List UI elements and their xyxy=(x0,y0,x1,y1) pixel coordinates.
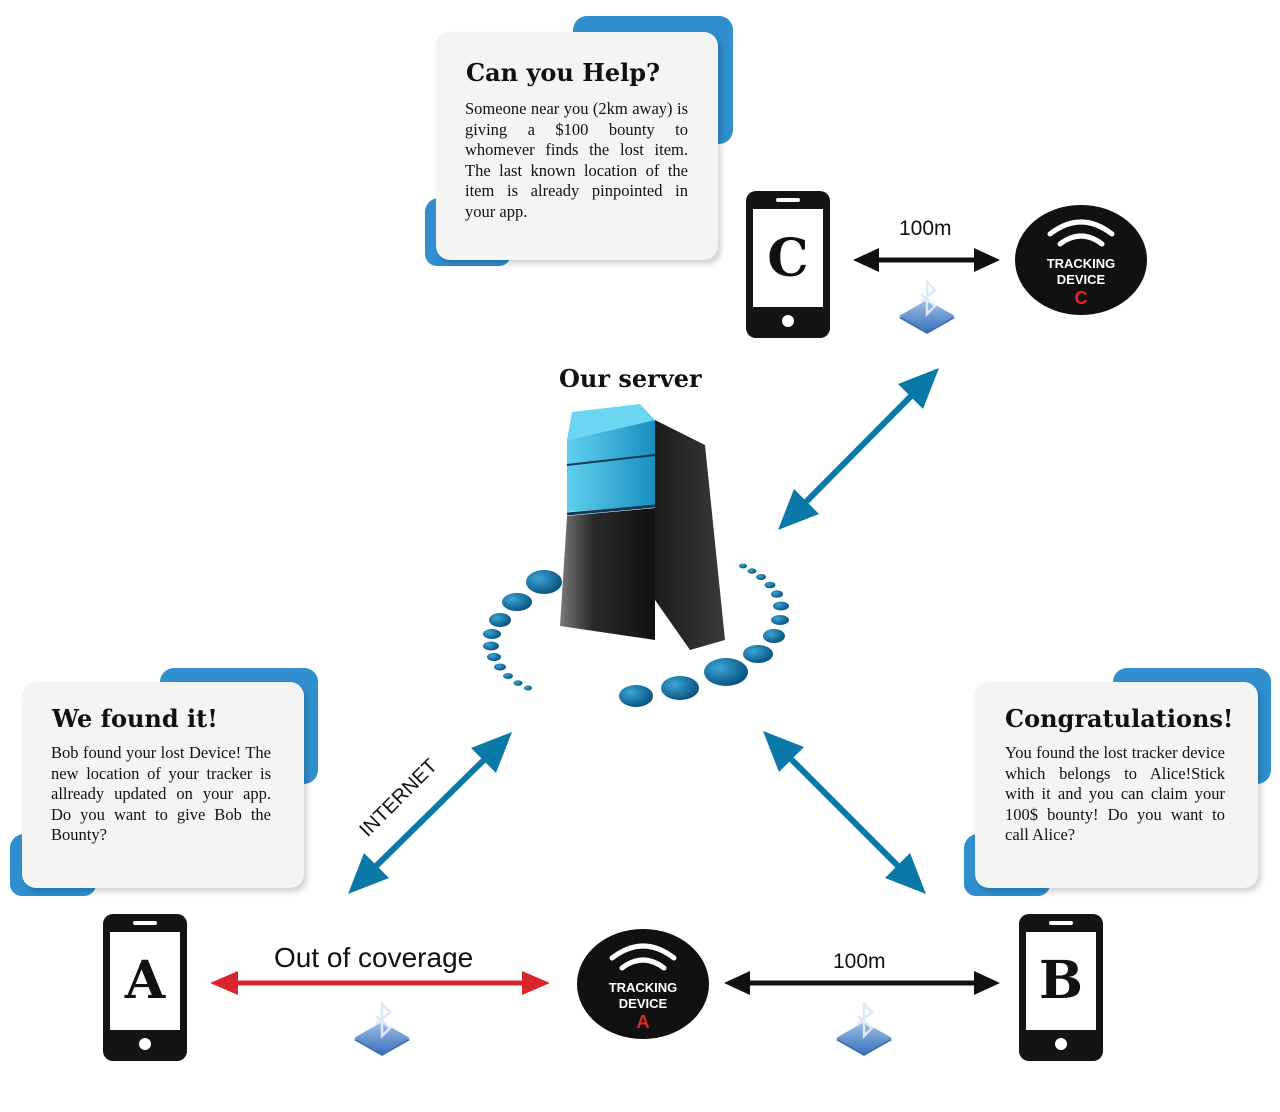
tracker-line1: TRACKING xyxy=(608,980,678,995)
card-body: Bob found your lost Device! The new loca… xyxy=(51,743,271,844)
arrow-server-a xyxy=(348,732,512,894)
phone-c-label: C xyxy=(767,228,809,289)
arrow-server-c xyxy=(778,368,939,530)
arrow-phone-c-tracker-c xyxy=(853,248,1000,272)
phone-c xyxy=(746,191,830,338)
card-title: Can you Help? xyxy=(466,58,661,87)
tracker-letter: A xyxy=(636,1012,650,1032)
arrow-server-b xyxy=(763,731,926,894)
tracker-line2: DEVICE xyxy=(618,996,668,1011)
tracker-c-label: TRACKING DEVICE C xyxy=(1021,256,1141,308)
server-title: Our server xyxy=(559,364,702,393)
tracker-device-a xyxy=(577,929,709,1039)
server-icon xyxy=(483,404,789,707)
arrow-tracker-a-phone-b xyxy=(724,971,1000,995)
tracker-line1: TRACKING xyxy=(1046,256,1116,271)
card-title: Congratulations! xyxy=(1005,704,1234,733)
wifi-signal-icon xyxy=(1047,219,1115,247)
distance-label-bottom: 100m xyxy=(833,950,886,973)
wifi-signal-icon xyxy=(609,943,677,971)
card-body: Someone near you (2km away) is giving a … xyxy=(465,99,688,221)
tracker-line2: DEVICE xyxy=(1056,272,1106,287)
bluetooth-icon xyxy=(354,1000,410,1056)
card-body: You found the lost tracker device which … xyxy=(1005,743,1225,844)
arrow-out-of-coverage xyxy=(210,971,550,995)
tracker-letter: C xyxy=(1074,288,1088,308)
out-of-coverage-label: Out of coverage xyxy=(274,942,474,973)
phone-b-label: B xyxy=(1039,950,1083,1011)
tracker-device-c xyxy=(1015,205,1147,315)
phone-a xyxy=(103,914,187,1061)
bluetooth-icon xyxy=(836,1000,892,1056)
tracker-a-label: TRACKING DEVICE A xyxy=(583,980,703,1032)
card-title: We found it! xyxy=(52,704,218,733)
phone-b xyxy=(1019,914,1103,1061)
phone-a-label: A xyxy=(124,950,166,1011)
bluetooth-icon xyxy=(899,278,955,334)
distance-label-top: 100m xyxy=(899,217,952,240)
